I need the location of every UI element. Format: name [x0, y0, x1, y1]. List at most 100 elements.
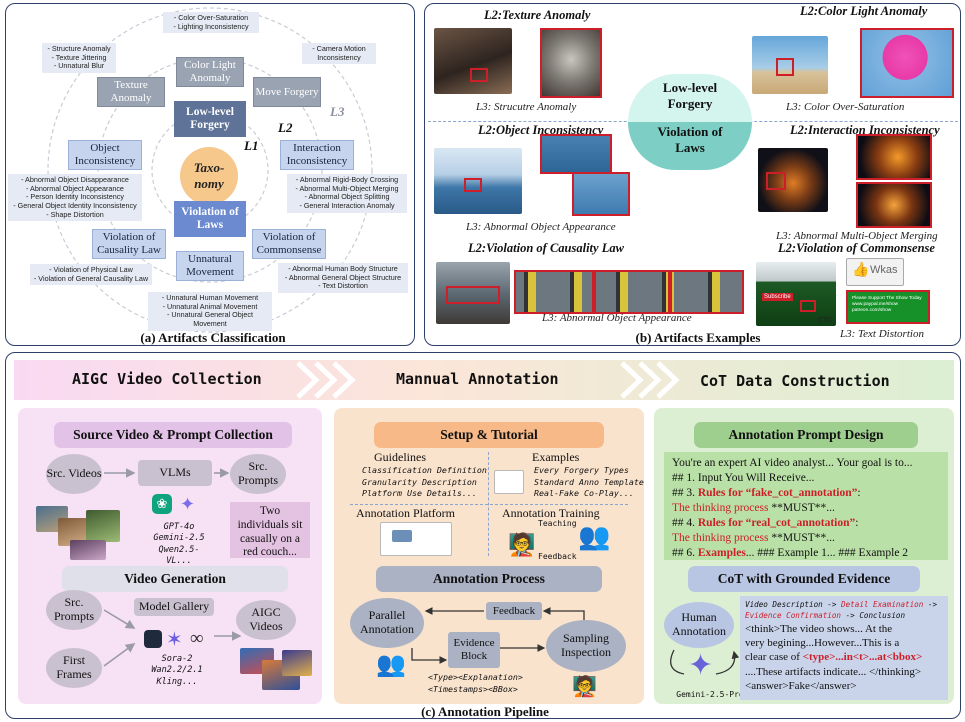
cot-line-2: clear case of <type>...in<t>...at<bbox>	[745, 651, 923, 664]
gpt-icon: ❀	[152, 494, 172, 514]
caption-a: (a) Artifacts Classification	[140, 330, 286, 345]
panel-annotation-pipeline	[5, 352, 961, 719]
teaching-label: Teaching	[538, 519, 577, 528]
center-ellipse-top	[628, 74, 752, 122]
ex-interaction-image	[758, 148, 828, 212]
gallery-icon-1	[144, 630, 162, 648]
note-commonsense: - Abnormal Human Body Structure- Abnorma…	[278, 263, 408, 293]
setup-header: Setup & Tutorial	[374, 422, 604, 448]
note-causality: - Violation of Physical Law- Violation o…	[30, 264, 152, 286]
src-prompts: Src. Prompts	[230, 454, 286, 494]
ex-color-image	[752, 36, 828, 94]
teacher-icon: 🧑‍🏫	[508, 532, 536, 557]
aigc-thumb-3	[282, 650, 312, 676]
cot-line-4: <answer>Fake</answer>	[745, 679, 857, 692]
center-label-violation: Violation of Laws	[657, 124, 723, 156]
ex-texture-frame-small	[470, 68, 488, 82]
panel-artifacts-classification	[5, 3, 415, 346]
center-line-1: Taxo-	[193, 160, 225, 175]
feedback-box: Feedback	[486, 602, 542, 620]
ex-texture-l3: L3: Strucutre Anomaly	[476, 101, 577, 113]
ex-causality-frame-small	[446, 286, 500, 304]
platform-title: Annotation Platform	[356, 506, 455, 520]
ex-interaction-zoom-1	[856, 134, 932, 180]
ex-causality-frame-1	[514, 270, 594, 314]
ex-commonsense-frame-zoom	[846, 290, 930, 324]
prompt-line-4: ## 4. Rules for “real_cot_annotation”:	[672, 516, 859, 529]
guidelines-title: Guidelines	[374, 450, 426, 464]
ex-interaction-frame-zoom-2	[856, 182, 932, 228]
l2-unnatural-movement: Unnatural Movement	[176, 251, 244, 281]
l1-low-level-forgery: Low-level Forgery	[174, 101, 246, 137]
feedback-small-label: Feedback	[538, 552, 577, 561]
ex-interaction-frame-zoom-1	[856, 134, 932, 180]
sampling-inspection: Sampling Inspection	[546, 620, 626, 672]
stage-annotation: Mannual Annotation	[396, 370, 559, 388]
prompt-example: Two individuals sit casually on a red co…	[230, 502, 310, 558]
prompt-line-6: ## 6. Examples... ### Example 1... ### E…	[672, 546, 909, 559]
ex-texture-frame-zoom	[540, 28, 602, 98]
note-color: - Color Over-Saturation- Lighting Incons…	[163, 12, 259, 34]
prompt-line-2: ## 3. Rules for “fake_cot_annotation”:	[672, 486, 861, 499]
note-texture: - Structure Anomaly- Texture Jittering- …	[42, 43, 116, 73]
ex-object-image	[434, 148, 522, 214]
evidence-header: CoT with Grounded Evidence	[688, 566, 920, 592]
l2-commonsense: Violation of Commonsense	[252, 229, 326, 259]
subscribe-badge: Subscribe	[762, 293, 793, 301]
ex-commonsense-l3: L3: Text Distortion	[840, 328, 924, 340]
ex-texture-zoom	[540, 28, 602, 98]
ex-interaction-frame-small	[766, 172, 786, 190]
ex-causality-l2: L2:Violation of Causality Law	[468, 241, 624, 255]
ex-causality-image	[436, 262, 510, 324]
process-arrows	[411, 607, 585, 664]
cot-line-0: <think>The video shows... At the	[745, 622, 893, 635]
gemini-icon: ✦	[180, 494, 196, 514]
note-movement: - Unnatural Human Movement- Unnatural An…	[148, 292, 272, 331]
ex-interaction-l2: L2:Interaction Inconsistency	[790, 123, 940, 137]
ex-commonsense-frame-small	[800, 300, 816, 312]
stage-arrows-2	[620, 361, 680, 399]
cot-flow: Video Description -> Detail Examination …	[745, 600, 938, 609]
src-video-thumb-3	[86, 510, 120, 542]
layer-label-l3: L3	[330, 104, 345, 119]
process-header: Annotation Process	[376, 566, 602, 592]
stage-banner	[14, 360, 954, 400]
parallel-annotation: Parallel Annotation	[350, 598, 424, 648]
annotators-icon: 👥	[376, 652, 406, 678]
thumbs-up-icon: 👍	[852, 263, 870, 278]
vlms-box: VLMs	[138, 460, 212, 486]
layer-label-l2: L2	[278, 120, 293, 135]
process-tags: <Type><Explanation><Timestamps><BBox>	[428, 672, 523, 694]
note-interaction: - Abnormal Rigid-Body Crossing- Abnormal…	[287, 174, 407, 213]
aigc-videos: AIGC Videos	[236, 600, 296, 640]
training-title: Annotation Training	[502, 506, 600, 520]
prompt-line-0: You're an expert AI video analyst... You…	[672, 457, 913, 469]
ex-texture-image	[434, 28, 512, 94]
setup-divider-h	[350, 504, 628, 505]
prompt-line-1: ## 1. Input You Will Receive...	[672, 471, 815, 484]
gallery-icon-3: ∞	[190, 628, 204, 649]
model-gallery-label: Model Gallery	[134, 598, 214, 616]
prompt-line-3: The thinking process **MUST**...	[672, 501, 835, 514]
examples-title: Examples	[532, 450, 580, 464]
note-object: - Abnormal Object Disappearance- Abnorma…	[8, 174, 142, 222]
collection-arrows	[103, 468, 242, 667]
examples-doc-thumb	[494, 470, 524, 494]
ex-causality-frame-3	[670, 270, 744, 314]
sign-zoom	[846, 258, 904, 286]
stage-arrows-1	[296, 361, 356, 399]
first-frames: First Frames	[46, 648, 102, 688]
src-videos: Src. Videos	[46, 454, 102, 494]
video-generation-header: Video Generation	[62, 566, 288, 592]
l2-move-forgery: Move Forgery	[253, 77, 321, 107]
stage-collection: AIGC Video Collection	[72, 370, 262, 388]
l2-color-light-anomaly: Color Light Anomaly	[176, 57, 244, 87]
cot-flow-2: Evidence Confirmation -> Conclusion	[745, 611, 906, 621]
prompt-design-header: Annotation Prompt Design	[694, 422, 918, 448]
collection-header: Source Video & Prompt Collection	[54, 422, 292, 448]
ex-causality-l3: L3: Abnormal Object Appearance	[542, 312, 692, 324]
ex-causality-strip	[514, 270, 744, 314]
